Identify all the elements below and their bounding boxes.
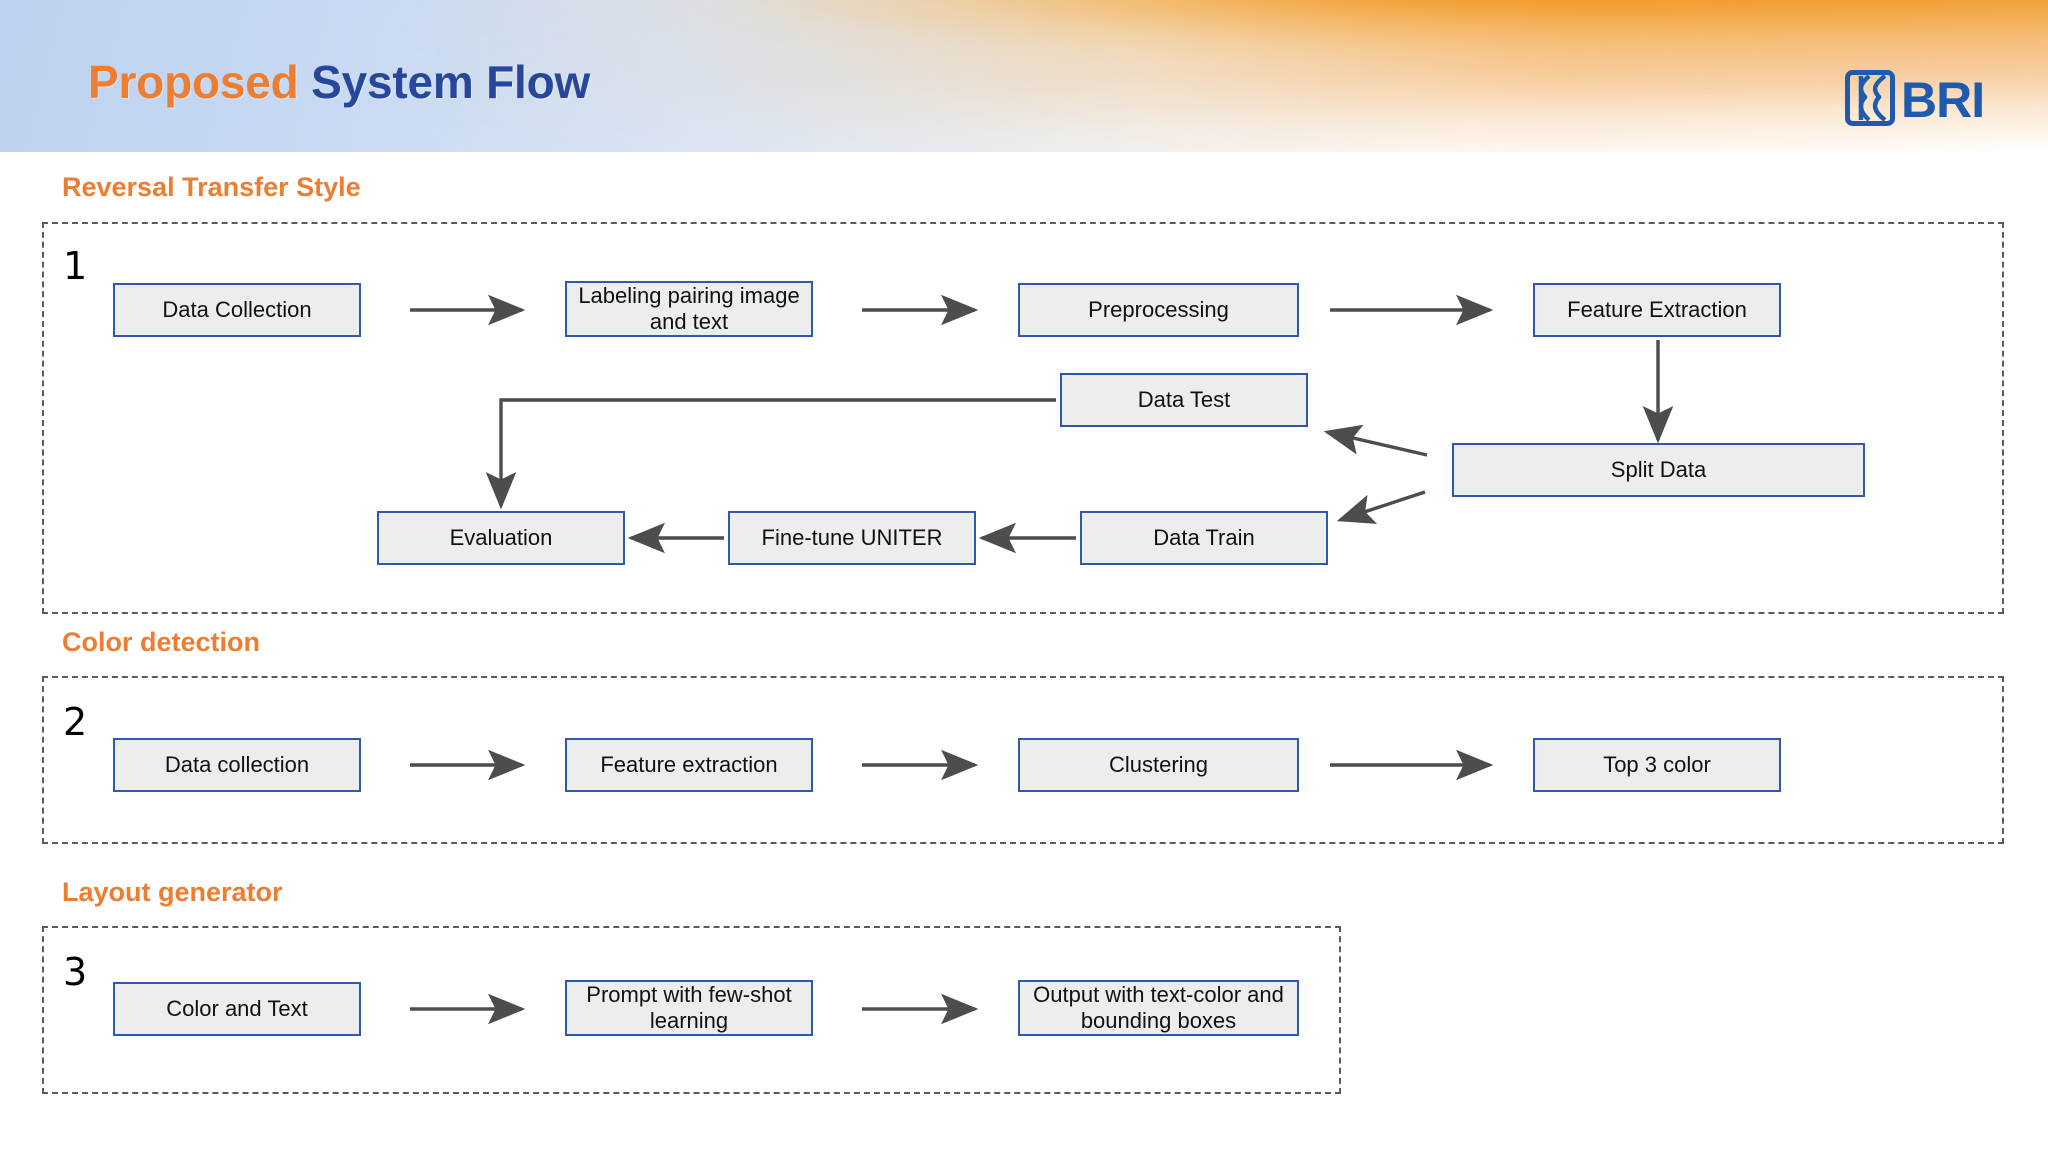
node-data-collection-2[interactable]: Data collection [113,738,361,792]
node-clustering[interactable]: Clustering [1018,738,1299,792]
section-heading-layout-generator: Layout generator [62,877,283,907]
page-title-part2: System Flow [311,56,591,108]
bri-logo-mark: BRI [1845,70,1985,128]
group-box-section-3 [42,926,1341,1094]
node-split-data[interactable]: Split Data [1452,443,1865,497]
node-feature-extraction-2[interactable]: Feature extraction [565,738,813,792]
group-number-3: 3 [63,950,88,994]
node-output-boxes[interactable]: Output with text-color and bounding boxe… [1018,980,1299,1036]
group-number-1: 1 [63,244,88,288]
group-number-2: 2 [63,700,88,744]
section-heading-reversal-transfer-style: Reversal Transfer Style [62,172,361,202]
node-color-and-text[interactable]: Color and Text [113,982,361,1036]
node-top-3-color[interactable]: Top 3 color [1533,738,1781,792]
bri-logo: BRI [1845,70,2005,128]
node-data-collection[interactable]: Data Collection [113,283,361,337]
section-heading-color-detection: Color detection [62,627,261,657]
node-fine-tune-uniter[interactable]: Fine-tune UNITER [728,511,976,565]
svg-text:BRI: BRI [1901,72,1984,126]
node-evaluation[interactable]: Evaluation [377,511,625,565]
node-preprocessing[interactable]: Preprocessing [1018,283,1299,337]
group-box-section-2 [42,676,2004,844]
node-data-test[interactable]: Data Test [1060,373,1308,427]
node-feature-extraction[interactable]: Feature Extraction [1533,283,1781,337]
page-title-part1: Proposed [88,56,312,108]
node-data-train[interactable]: Data Train [1080,511,1328,565]
node-prompt-few-shot[interactable]: Prompt with few-shot learning [565,980,813,1036]
header-orange-gradient [0,0,2048,152]
node-labeling-pairing[interactable]: Labeling pairing image and text [565,281,813,337]
slide-header: Proposed System Flow BRI [0,0,2048,152]
group-box-section-1 [42,222,2004,614]
page-title: Proposed System Flow [88,55,590,109]
